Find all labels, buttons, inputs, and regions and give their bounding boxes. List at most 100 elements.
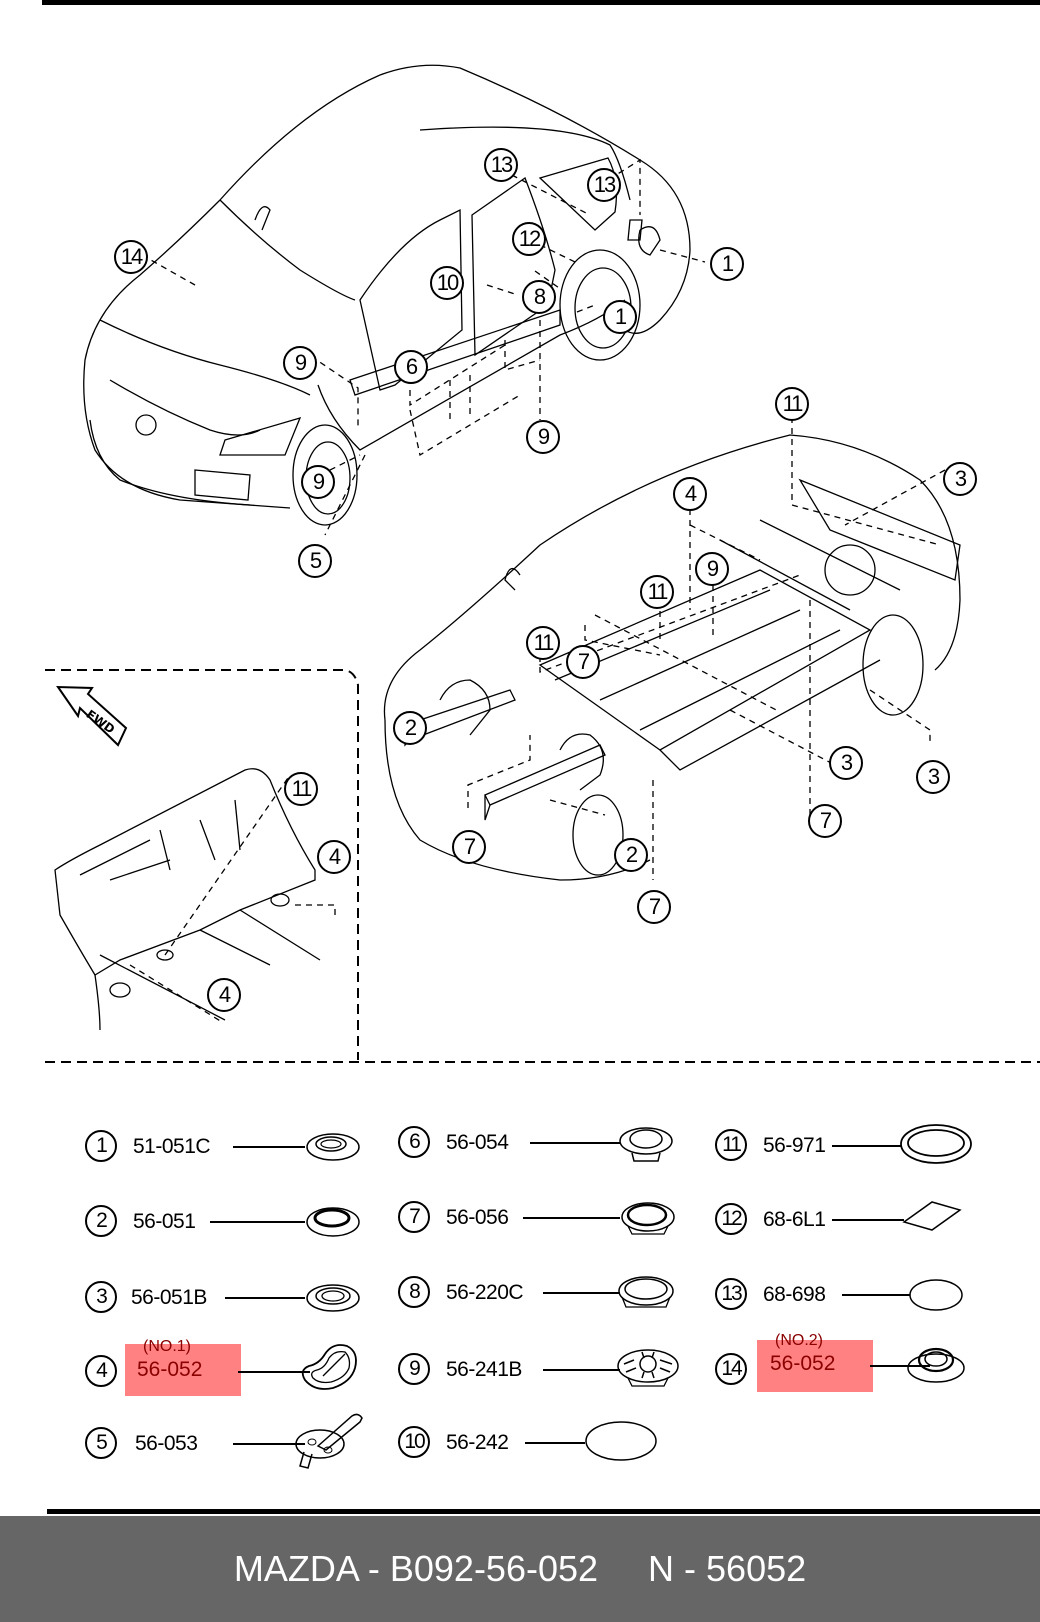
callout-1: 1 (710, 247, 744, 281)
callout-13: 13 (587, 168, 621, 202)
legend-item-4: 4 (NO.1) 56-052 (85, 1338, 357, 1392)
legend-item-10: 10 56-242 (398, 1421, 658, 1463)
callout-3: 3 (943, 462, 977, 496)
clip-grommet-icon (617, 1349, 679, 1387)
leader-line (238, 1371, 310, 1373)
callout-label: 4 (218, 982, 231, 1007)
highlight-part-4 (125, 1344, 241, 1396)
upper-car-leader-lines (141, 158, 706, 536)
highlight-part-14 (757, 1340, 873, 1392)
seal-patch-icon (909, 1279, 963, 1311)
callout-label: 13 (490, 152, 514, 177)
part-note: (NO.2) (775, 1332, 823, 1349)
callout-label: 2 (404, 715, 417, 740)
callout-label: 8 (533, 284, 546, 309)
callout-label: 9 (294, 350, 307, 375)
legend-item-9: 9 56-241B (398, 1349, 679, 1390)
callout-label: 2 (625, 842, 638, 867)
seal-patch-icon (585, 1421, 657, 1461)
leader-line (225, 1297, 305, 1299)
callout-label: 11 (782, 391, 804, 416)
grommet-icon (306, 1133, 360, 1161)
part-code: 56-052 (137, 1358, 203, 1381)
legend-item-5: 5 56-053 (85, 1413, 363, 1469)
leader-line (523, 1217, 620, 1219)
part-code: 56-220C (446, 1281, 524, 1304)
legend-item-1: 1 51-051C (85, 1127, 360, 1167)
callout-label: 7 (819, 808, 832, 833)
legend-num: 6 (398, 1126, 430, 1158)
callout-label: 11 (647, 579, 669, 604)
part-code: 56-053 (135, 1432, 198, 1455)
part-code: 56-056 (446, 1206, 509, 1229)
legend-item-6: 6 56-054 (398, 1123, 673, 1163)
legend-item-11: 11 56-971 (715, 1124, 975, 1166)
part-code: 56-971 (763, 1134, 826, 1157)
leader-line (543, 1292, 620, 1294)
bottom-border-rule (47, 1509, 1040, 1514)
callout-7: 7 (637, 890, 671, 924)
callout-label: 7 (577, 649, 590, 674)
footer-bar: MAZDA - B092-56-052 N - 56052 (0, 1516, 1040, 1622)
drain-plug-icon (295, 1413, 363, 1469)
callout-14: 14 (114, 240, 148, 274)
callout-label: 9 (706, 556, 719, 581)
seal-patch-icon (902, 1201, 962, 1231)
legend-num: 5 (85, 1427, 117, 1459)
grommet-icon (621, 1202, 675, 1235)
callout-label: 1 (721, 251, 734, 276)
callout-9: 9 (526, 420, 560, 454)
leader-line (210, 1221, 305, 1223)
callout-label: 3 (954, 466, 967, 491)
plug-icon (619, 1127, 673, 1162)
legend-num: 4 (85, 1355, 117, 1387)
callout-1: 1 (603, 300, 637, 334)
part-code: 56-052 (770, 1352, 836, 1375)
top-border-rule (42, 0, 1040, 5)
legend-num: 9 (398, 1353, 430, 1385)
part-code: 56-242 (446, 1431, 509, 1454)
legend-item-3: 3 56-051B (85, 1278, 360, 1318)
legend-num: 7 (398, 1201, 430, 1233)
leader-line (525, 1442, 585, 1444)
leader-line (832, 1145, 902, 1147)
legend-num: 13 (715, 1278, 747, 1310)
callout-label: 9 (312, 469, 325, 494)
footer-part-number: MAZDA - B092-56-052 N - 56052 (233, 1548, 807, 1589)
callout-label: 11 (533, 630, 555, 655)
callout-4: 4 (207, 978, 241, 1012)
legend-num: 12 (715, 1203, 747, 1235)
callout-label: 11 (291, 776, 313, 801)
legend-item-12: 12 68-6L1 (715, 1200, 975, 1240)
leader-line (842, 1294, 910, 1296)
leader-line (233, 1146, 305, 1148)
exploded-view-drawing: FWD (45, 64, 1040, 1063)
callout-label: 7 (648, 894, 661, 919)
callout-8: 8 (522, 280, 556, 314)
grommet-icon (306, 1284, 360, 1312)
callout-6: 6 (394, 350, 428, 384)
callout-label: 3 (927, 764, 940, 789)
callout-label: 5 (309, 548, 322, 573)
grommet-icon (306, 1207, 360, 1237)
part-code: 51-051C (133, 1135, 211, 1158)
part-code: 56-051B (131, 1286, 207, 1309)
part-code: 56-051 (133, 1210, 196, 1233)
underbody-car-illustration (383, 434, 961, 881)
callout-3: 3 (916, 760, 950, 794)
callout-11: 11 (284, 772, 318, 806)
callout-label: 7 (463, 834, 476, 859)
callout-13: 13 (484, 148, 518, 182)
callout-2: 2 (393, 711, 427, 745)
callout-label: 9 (537, 424, 550, 449)
underbody-leader-lines (467, 417, 946, 880)
callout-label: 4 (328, 844, 341, 869)
callout-label: 3 (840, 750, 853, 775)
grommet-icon (618, 1276, 674, 1308)
leader-line (870, 1365, 930, 1367)
inset-detail (45, 669, 1040, 1063)
part-code: 56-241B (446, 1358, 522, 1381)
legend-num: 14 (715, 1353, 747, 1385)
callout-2: 2 (614, 838, 648, 872)
callout-label: 14 (120, 244, 144, 269)
